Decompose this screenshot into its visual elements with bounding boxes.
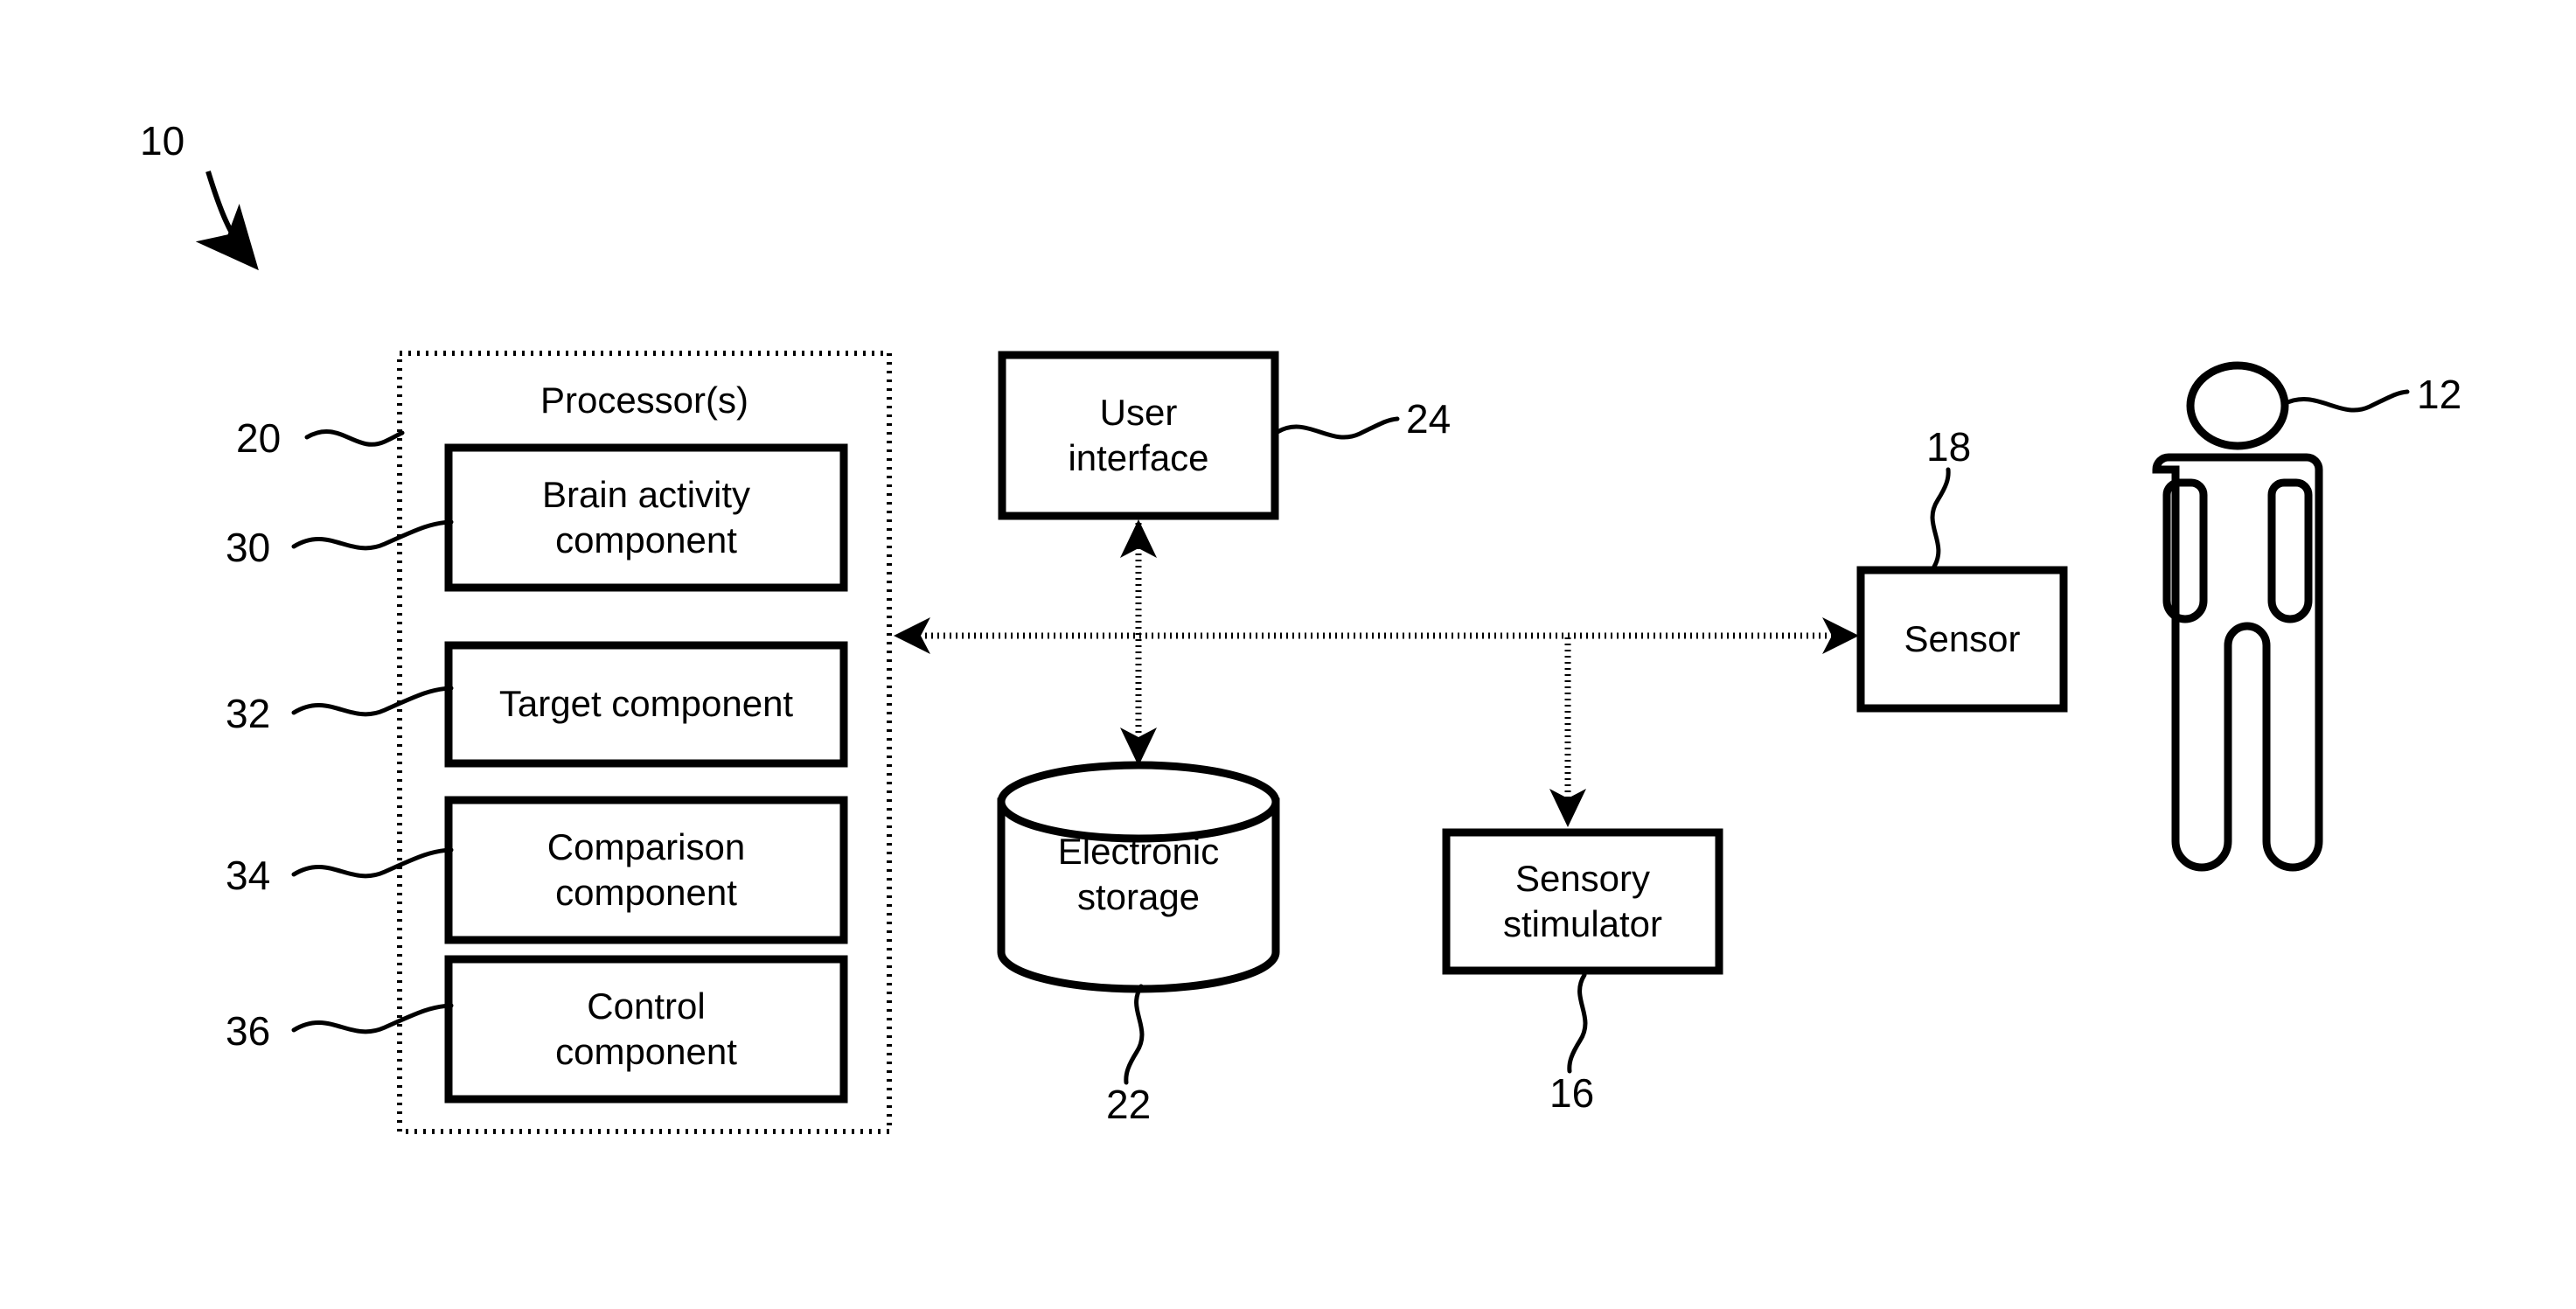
leader-32 xyxy=(291,686,454,717)
stimulator-arrowhead-down xyxy=(1549,789,1586,827)
ref-numeral-target-component: 32 xyxy=(226,691,271,736)
ref-numeral-comparison-component: 34 xyxy=(226,853,271,898)
ref-numeral-user-interface: 24 xyxy=(1406,396,1452,442)
subject-trunk-legs xyxy=(2152,453,2323,872)
storage-arrowhead-down xyxy=(1120,728,1157,766)
leader-30 xyxy=(291,519,454,551)
sensor-box[interactable] xyxy=(1856,566,2068,713)
leader-12 xyxy=(2281,389,2410,413)
control-component-box[interactable] xyxy=(444,955,848,1104)
leader-16 xyxy=(1567,972,1588,1074)
ref-numeral-processor: 20 xyxy=(236,415,282,461)
stimulator-connector xyxy=(1549,637,1586,827)
bus-arrowhead-left xyxy=(894,617,930,654)
ref-numeral-brain-activity-component: 30 xyxy=(226,525,271,570)
system-ref-leader-arrow xyxy=(195,171,259,271)
ref-numeral-system: 10 xyxy=(140,118,185,164)
ref-numeral-subject: 12 xyxy=(2417,372,2462,417)
leader-22 xyxy=(1124,984,1145,1085)
bus-arrowhead-right xyxy=(1822,617,1859,654)
ui-arrowhead-up xyxy=(1120,519,1157,558)
bus-horizontal-connector xyxy=(894,617,1859,654)
ui-storage-connector xyxy=(1120,519,1157,766)
leader-18 xyxy=(1930,467,1951,569)
ref-numeral-sensor: 18 xyxy=(1926,424,1972,470)
leader-20 xyxy=(304,429,405,447)
ref-numeral-control-component: 36 xyxy=(226,1008,271,1054)
ref-numeral-electronic-storage: 22 xyxy=(1106,1082,1152,1127)
brain-activity-component-box[interactable] xyxy=(444,443,848,592)
sensory-stimulator-box[interactable] xyxy=(1442,828,1723,975)
target-component-box[interactable] xyxy=(444,641,848,768)
leader-36 xyxy=(291,1003,454,1034)
subject-left-arm xyxy=(2162,478,2208,623)
ref-numeral-sensory-stimulator: 16 xyxy=(1549,1070,1595,1116)
electronic-storage-cylinder[interactable] xyxy=(997,761,1280,993)
subject-head xyxy=(2186,361,2289,450)
leader-34 xyxy=(291,847,454,879)
subject-right-arm xyxy=(2267,478,2313,623)
subject-figure xyxy=(2152,361,2323,872)
leader-24 xyxy=(1275,416,1400,440)
user-interface-box[interactable] xyxy=(998,351,1279,520)
comparison-component-box[interactable] xyxy=(444,796,848,944)
